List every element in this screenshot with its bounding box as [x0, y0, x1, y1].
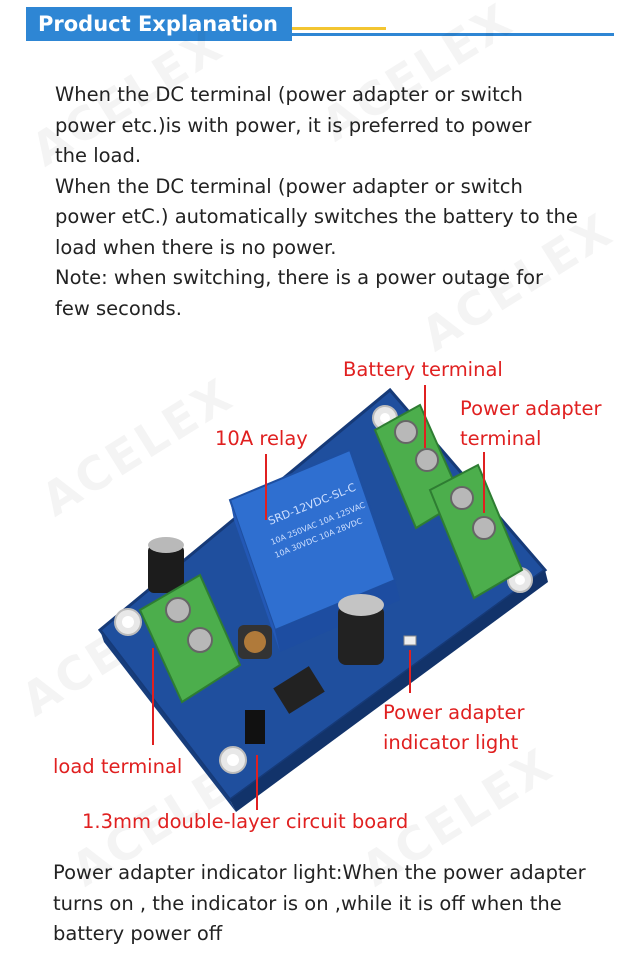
intro-line: When the DC terminal (power adapter or s…	[55, 83, 523, 106]
load-terminal-label: load terminal	[53, 755, 183, 778]
circuit-board-photo: SRD-12VDC-SL-C 10A 250VAC 10A 125VAC 10A…	[97, 385, 548, 812]
inductor	[238, 625, 272, 659]
capacitor	[148, 537, 184, 593]
adapter-terminal-block	[428, 463, 524, 600]
load-terminal-block	[138, 573, 242, 704]
description-line: Power adapter indicator light:When the p…	[53, 861, 586, 884]
callout-lines	[152, 385, 485, 810]
intro-text: When the DC terminal (power adapter or s…	[55, 80, 578, 324]
ic-chip	[273, 666, 325, 714]
section-header: Product Explanation	[0, 0, 640, 48]
adapter-terminal-label: Power adapter terminal	[460, 394, 601, 454]
intro-line: load when there is no power.	[55, 235, 337, 259]
intro-line: power etc.)is with power, it is preferre…	[55, 113, 532, 137]
indicator-light-label-line: Power adapter	[383, 701, 525, 724]
battery-terminal-label: Battery terminal	[343, 358, 503, 381]
intro-line: When the DC terminal (power adapter or s…	[55, 174, 523, 198]
indicator-light-label: Power adapter indicator light	[383, 698, 524, 758]
intro-line: power etC.) automatically switches the b…	[55, 205, 578, 228]
description-line: turns on , the indicator is on ,while it…	[53, 891, 562, 915]
header-accent-line	[292, 27, 386, 30]
circuit-board-label: 1.3mm double-layer circuit board	[82, 810, 409, 833]
intro-line: Note: when switching, there is a power o…	[55, 266, 544, 289]
indicator-led	[403, 635, 417, 646]
intro-line: the load.	[55, 144, 142, 167]
capacitor	[338, 594, 384, 665]
header-divider	[292, 33, 614, 36]
indicator-description: Power adapter indicator light:When the p…	[53, 858, 586, 950]
section-title: Product Explanation	[26, 7, 292, 41]
relay-label: 10A relay	[215, 427, 308, 450]
description-line: battery power off	[53, 922, 223, 945]
diode	[245, 710, 265, 744]
intro-line: few seconds.	[55, 296, 182, 320]
adapter-terminal-label-line: Power adapter	[460, 397, 602, 420]
indicator-light-label-line: indicator light	[383, 731, 519, 754]
adapter-terminal-label-line: terminal	[460, 427, 542, 450]
